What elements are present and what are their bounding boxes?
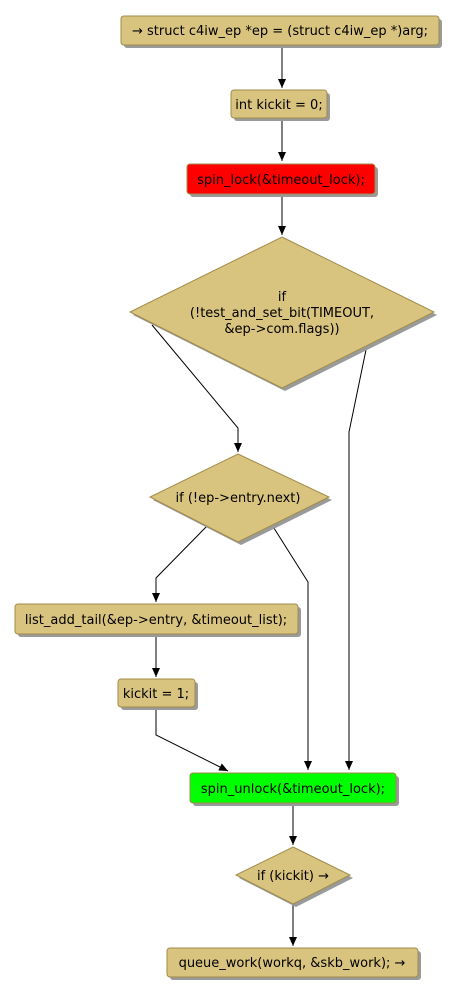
list-add-label: list_add_tail(&ep->entry, &timeout_list)… xyxy=(25,613,287,628)
if-timeout-line-3: &ep->com.flags)) xyxy=(224,322,339,337)
spin-lock-label: spin_lock(&timeout_lock); xyxy=(197,173,365,188)
kickit-set-label: kickit = 1; xyxy=(123,687,189,702)
kickit-init-box xyxy=(230,89,328,119)
if-timeout-line-2: (!test_and_set_bit(TIMEOUT, xyxy=(190,306,374,321)
if-timeout-line-1: if xyxy=(278,290,287,305)
node-if-timeout: if (!test_and_set_bit(TIMEOUT, &ep->com.… xyxy=(128,236,437,391)
start-label: → struct c4iw_ep *ep = (struct c4iw_ep *… xyxy=(132,24,428,39)
spin-lock-box xyxy=(186,163,376,195)
if-kickit-diamond xyxy=(234,846,352,905)
node-kickit-set: kickit = 1; xyxy=(117,678,198,710)
node-start: → struct c4iw_ep *ep = (struct c4iw_ep *… xyxy=(120,15,442,48)
spin-unlock-box xyxy=(189,772,397,804)
node-queue-work: queue_work(workq, &skb_work); → xyxy=(166,947,421,980)
edge-if-entry-to-unlock xyxy=(271,524,312,770)
edge-if-timeout-to-unlock xyxy=(345,344,368,770)
start-box xyxy=(120,15,440,46)
spin-unlock-label: spin_unlock(&timeout_lock); xyxy=(201,782,385,797)
edge-if-entry-to-list-add xyxy=(152,524,209,602)
if-kickit-label: if (kickit) → xyxy=(257,869,329,884)
list-add-box xyxy=(14,603,299,635)
queue-work-box xyxy=(166,947,419,978)
edges xyxy=(151,46,368,946)
node-if-entry: if (!ep->entry.next) xyxy=(148,453,332,545)
node-list-add: list_add_tail(&ep->entry, &timeout_list)… xyxy=(14,603,301,637)
edge-kickit-set-to-unlock xyxy=(155,708,229,772)
if-timeout-diamond xyxy=(128,236,436,389)
node-spin-unlock: spin_unlock(&timeout_lock); xyxy=(189,772,399,806)
if-entry-diamond xyxy=(148,453,331,543)
node-spin-lock: spin_lock(&timeout_lock); xyxy=(186,163,378,197)
kickit-set-box xyxy=(117,678,196,708)
node-kickit-init: int kickit = 0; xyxy=(230,89,330,121)
queue-work-label: queue_work(workq, &skb_work); → xyxy=(179,956,406,971)
kickit-init-label: int kickit = 0; xyxy=(235,98,322,113)
node-if-kickit: if (kickit) → xyxy=(234,846,353,907)
if-entry-label: if (!ep->entry.next) xyxy=(176,491,301,506)
edge-if-timeout-to-if-entry xyxy=(151,324,242,452)
